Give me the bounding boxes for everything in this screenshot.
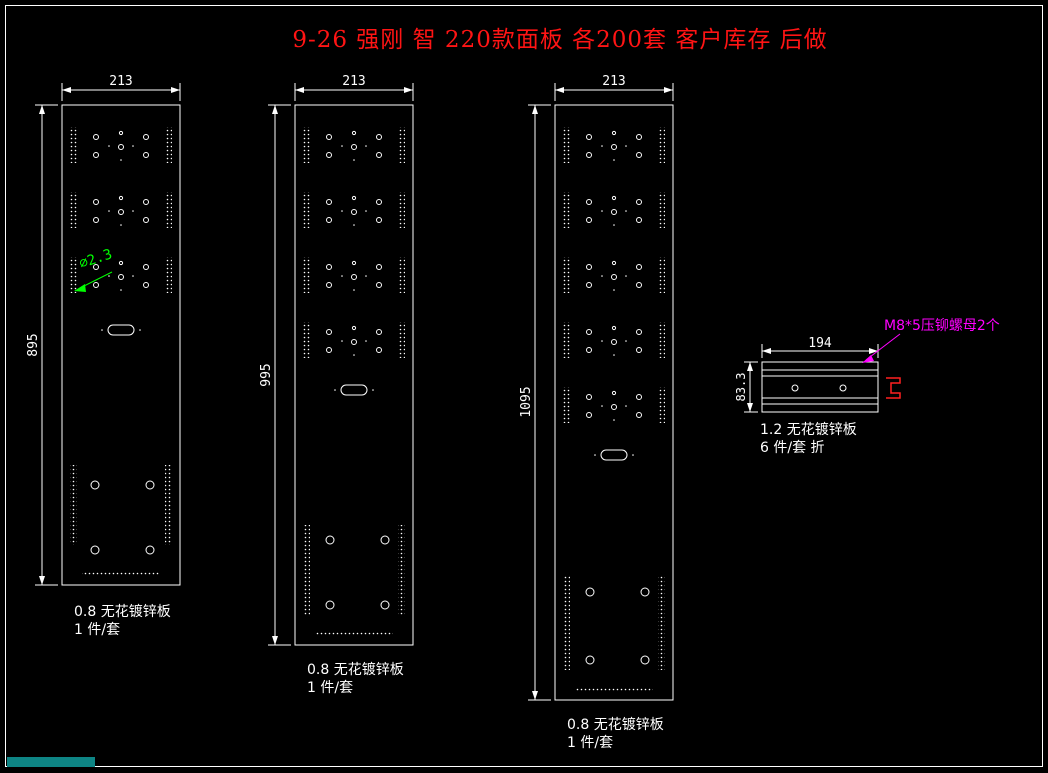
panel-2-height-text: 995 (259, 363, 274, 386)
bracket-quantity-label: 6 件/套 折 (760, 440, 825, 456)
bracket-height-text: 83.3 (734, 373, 748, 402)
rivet-note-text: M8*5压铆螺母2个 (884, 318, 1000, 334)
leader-arrow (862, 355, 874, 363)
panel-1-material-label: 0.8 无花镀锌板 (74, 603, 171, 620)
callout-arrow (74, 284, 86, 292)
panel-1-height-text: 895 (26, 333, 41, 356)
drawing-title: 9-26 强刚 智 220款面板 各200套 客户库存 后做 (292, 27, 827, 53)
panel-1-width-text: 213 (109, 74, 132, 89)
panel-3-width-dimension: 213 (554, 74, 674, 101)
panel-3-height-dimension: 1095 (519, 104, 551, 701)
panel-1-width-dimension: 213 (61, 74, 181, 101)
panel-3-height-text: 1095 (519, 386, 534, 417)
panel-1-quantity-label: 1 件/套 (74, 622, 120, 638)
panel-2-height-dimension: 995 (259, 104, 291, 646)
bracket-rivet-note: M8*5压铆螺母2个 (862, 318, 1000, 363)
panel-2-material-label: 0.8 无花镀锌板 (307, 661, 404, 678)
panel-1-view: 213 895 ∅2.3 0.8 无花镀锌板 1 件/套 (26, 74, 181, 638)
bracket-outline (761, 361, 879, 413)
panel-2-width-dimension: 213 (294, 74, 414, 101)
bracket-height-dimension: 83.3 (734, 361, 758, 413)
panel-3-outline (554, 104, 674, 701)
panel-1-height-dimension: 895 (26, 104, 58, 586)
panel-3-quantity-label: 1 件/套 (567, 735, 613, 751)
bracket-width-dimension: 194 (761, 336, 879, 358)
panel-1-outline (61, 104, 181, 586)
bracket-material-label: 1.2 无花镀锌板 (760, 421, 857, 438)
panel-1-hole-callout-text: ∅2.3 (77, 246, 114, 272)
panel-3-width-text: 213 (602, 74, 625, 89)
bracket-view: 194 83.3 M8*5压铆螺母2个 1.2 无花镀锌板 6 件/套 折 (734, 318, 1000, 456)
bracket-width-text: 194 (808, 336, 832, 351)
panel-2-width-text: 213 (342, 74, 365, 89)
panel-2-outline (294, 104, 414, 646)
panel-3-view: 213 1095 0.8 无花镀锌板 1 件/套 (519, 74, 674, 751)
fold-direction-symbol (886, 377, 901, 399)
drawing-frame (5, 5, 1043, 767)
panel-3-material-label: 0.8 无花镀锌板 (567, 716, 664, 733)
panel-2-view: 213 995 0.8 无花镀锌板 1 件/套 (259, 74, 414, 696)
panel-2-quantity-label: 1 件/套 (307, 680, 353, 696)
statusbar-tab[interactable] (7, 757, 95, 767)
